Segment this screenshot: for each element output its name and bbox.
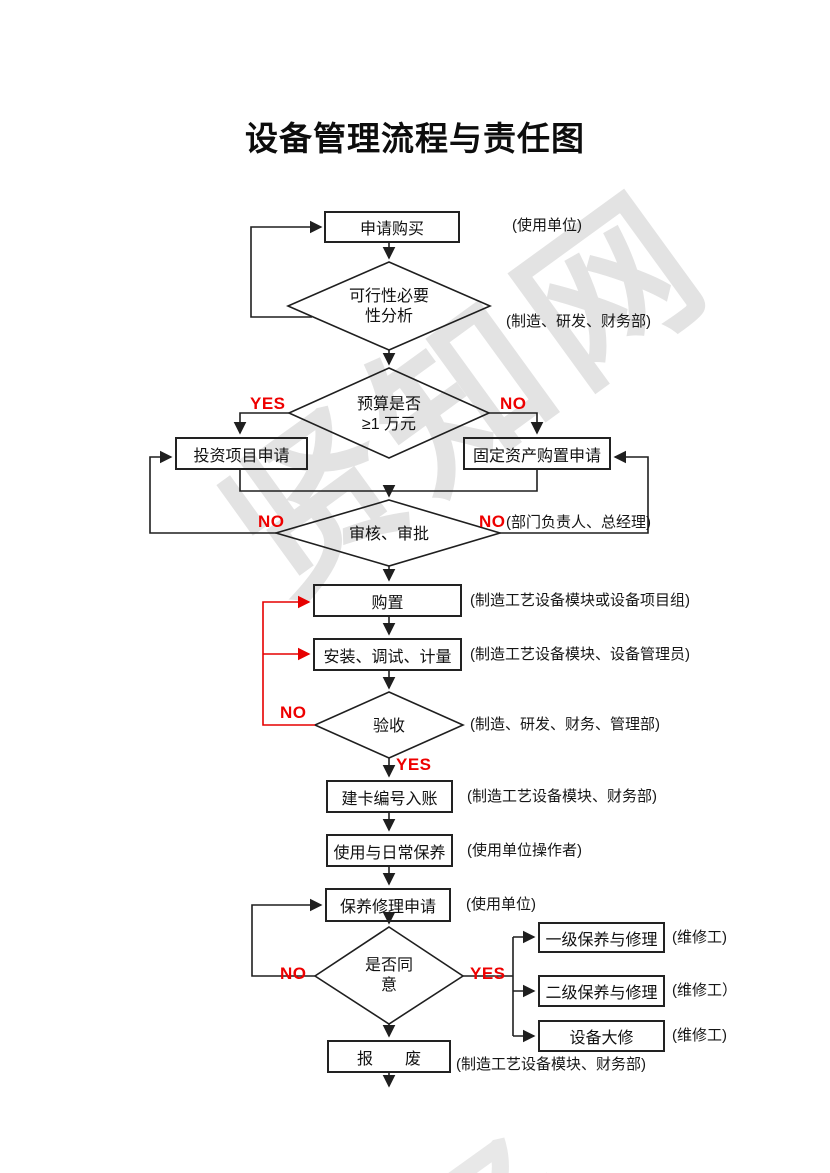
page-title: 设备管理流程与责任图 (245, 120, 585, 157)
edge-agree-yes-trunk (463, 937, 514, 1036)
node-level2: 二级保养与修理 (538, 975, 665, 1007)
feasibility-line2: 性分析 (364, 308, 413, 325)
edge-merge-line (239, 470, 538, 492)
annotation-overhaul: (维修工) (672, 1027, 727, 1044)
edge-label-review-no-right: NO (479, 512, 506, 531)
node-acceptance-label: 验收 (372, 718, 405, 735)
edge-label-acceptance-no: NO (280, 703, 307, 722)
node-fixed: 固定资产购置申请 (463, 437, 611, 470)
edge-label-agree-no: NO (280, 964, 307, 983)
annotation-apply: (使用单位) (512, 217, 582, 234)
node-budget-label: 预算是否 ≥1 万元 (309, 395, 469, 435)
annotation-acceptance: (制造、研发、财务、管理部) (470, 716, 660, 733)
edge-label-review-no-left: NO (258, 512, 285, 531)
agree-line1: 是否同 (364, 957, 413, 974)
node-invest: 投资项目申请 (175, 437, 308, 470)
node-review-label: 审核、审批 (348, 526, 429, 543)
agree-line2: 意 (380, 977, 397, 994)
edge-review-no-left-loop (149, 450, 276, 534)
edge-acceptance-no-to-purchase (262, 595, 315, 726)
edge-review-no-right-loop (500, 450, 649, 534)
node-overhaul: 设备大修 (538, 1020, 665, 1052)
annotation-scrap: (制造工艺设备模块、财务部) (456, 1056, 646, 1073)
annotation-card: (制造工艺设备模块、财务部) (467, 788, 657, 805)
node-install: 安装、调试、计量 (313, 638, 462, 671)
edge-budget-yes-to-invest (233, 412, 289, 435)
decision-budget-shape (287, 367, 491, 459)
annotation-install: (制造工艺设备模块、设备管理员) (470, 646, 690, 663)
black-connectors (149, 220, 649, 1088)
node-daily: 使用与日常保养 (326, 834, 453, 867)
annotation-review: (部门负责人、总经理) (506, 514, 651, 531)
node-repair-request: 保养修理申请 (325, 888, 451, 922)
red-connectors (262, 595, 315, 726)
annotation-daily: (使用单位操作者) (467, 842, 582, 859)
annotation-feasibility: (制造、研发、财务部) (506, 313, 651, 330)
edge-feasibility-loop-to-apply (250, 220, 323, 318)
edge-label-budget-yes: YES (250, 394, 286, 413)
budget-line1: 预算是否 (356, 396, 421, 413)
edge-label-agree-yes: YES (470, 964, 506, 983)
edge-label-acceptance-yes: YES (396, 755, 432, 774)
edge-budget-no-to-fixed (489, 412, 544, 435)
node-apply: 申请购买 (324, 211, 460, 243)
node-purchase: 购置 (313, 584, 462, 617)
node-level1: 一级保养与修理 (538, 922, 665, 953)
node-agree-label: 是否同 意 (344, 956, 434, 996)
budget-line2: ≥1 万元 (361, 416, 417, 433)
annotation-purchase: (制造工艺设备模块或设备项目组) (470, 592, 690, 609)
annotation-level2: (维修工） (672, 982, 737, 999)
edge-label-budget-no: NO (500, 394, 527, 413)
annotation-level1: (维修工) (672, 929, 727, 946)
edge-agree-no-loop (251, 898, 323, 977)
feasibility-line1: 可行性必要 (348, 288, 429, 305)
node-card: 建卡编号入账 (326, 780, 453, 813)
node-feasibility-label: 可行性必要 性分析 (309, 287, 469, 327)
annotation-repair-request: (使用单位) (466, 896, 536, 913)
node-scrap: 报 废 (327, 1040, 451, 1073)
